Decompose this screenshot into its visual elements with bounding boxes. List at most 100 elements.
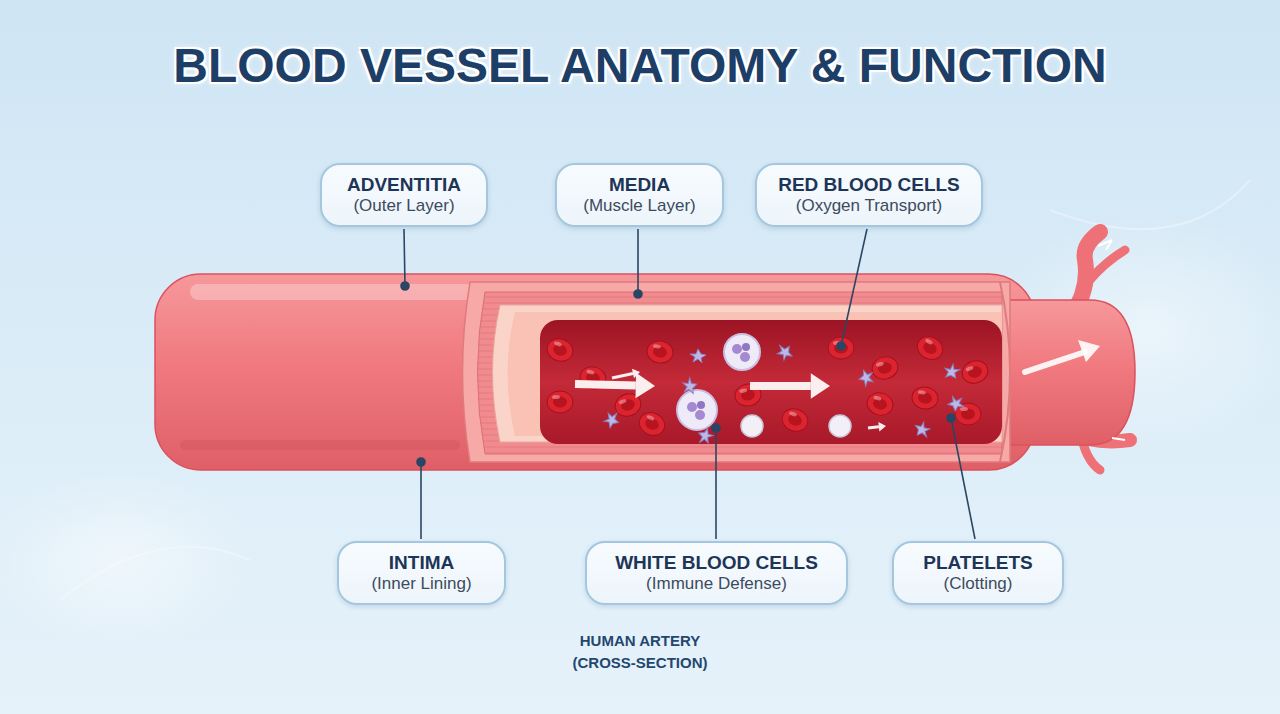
illustration-part	[925, 338, 934, 345]
illustration-part	[873, 395, 882, 401]
illustration-part	[911, 419, 932, 440]
illustration-part	[828, 337, 854, 359]
illustration-part	[774, 342, 795, 363]
callout-subtitle: (Inner Lining)	[371, 574, 471, 594]
illustration-part	[420, 462, 422, 539]
illustration-part	[913, 332, 947, 364]
illustration-part	[677, 390, 717, 430]
background-glow	[0, 180, 1280, 650]
illustration-part	[875, 361, 884, 367]
illustration-part	[910, 385, 939, 411]
illustration-part	[645, 339, 674, 365]
illustration-part	[740, 352, 750, 362]
illustration-part	[712, 424, 720, 432]
blood-cells	[544, 332, 991, 444]
callout-heading: ADVENTITIA	[347, 174, 461, 196]
illustration-part	[645, 339, 674, 365]
illustration-part	[965, 365, 974, 371]
illustration-part	[715, 428, 717, 539]
illustration-part	[947, 414, 955, 422]
illustration-part	[690, 349, 706, 363]
leader-lines	[401, 229, 975, 539]
illustration-part	[618, 398, 627, 404]
callout-box: MEDIA(Muscle Layer)	[555, 163, 724, 227]
illustration-part	[635, 373, 655, 399]
illustration-part	[681, 376, 699, 395]
illustration-part	[690, 349, 706, 363]
illustration-part	[959, 357, 991, 387]
illustration-part	[960, 407, 968, 411]
illustration-part	[870, 354, 901, 382]
illustration-part	[1078, 340, 1100, 362]
illustration-part	[779, 405, 811, 435]
illustration-part	[1098, 240, 1112, 250]
illustration-part	[554, 341, 563, 347]
callout-box: RED BLOOD CELLS(Oxygen Transport)	[755, 163, 983, 227]
illustration-part	[750, 382, 811, 390]
illustration-part	[1112, 438, 1125, 440]
illustration-part	[695, 410, 705, 420]
callout-heading: WHITE BLOOD CELLS	[615, 552, 818, 574]
illustration-part	[870, 354, 901, 382]
illustration-part	[636, 409, 669, 440]
callout-heading: RED BLOOD CELLS	[778, 174, 960, 196]
callout-subtitle: (Outer Layer)	[353, 196, 454, 216]
illustration-part	[811, 373, 830, 399]
illustration-part	[155, 274, 1035, 470]
illustration-part	[552, 395, 560, 399]
illustration-part	[947, 396, 964, 411]
illustration-part	[858, 369, 875, 387]
illustration-part	[990, 300, 1135, 445]
illustration-part	[865, 390, 896, 418]
callout-subtitle: (Clotting)	[944, 574, 1013, 594]
illustration-part	[180, 440, 460, 450]
illustration-part	[547, 391, 573, 413]
illustration-part	[620, 397, 637, 412]
illustration-part	[947, 396, 964, 411]
illustration-part	[837, 342, 845, 350]
illustration-part	[0, 470, 260, 650]
callout-box: WHITE BLOOD CELLS(Immune Defense)	[585, 541, 848, 605]
illustration-part	[634, 290, 642, 298]
illustration-part	[463, 282, 1011, 462]
illustration-part	[404, 229, 405, 286]
callout-subtitle: (Immune Defense)	[646, 574, 787, 594]
illustration-part	[637, 229, 639, 294]
illustration-part	[911, 419, 932, 440]
illustration-part	[865, 390, 896, 418]
illustration-part	[779, 405, 811, 435]
illustration-part	[868, 427, 879, 428]
callout-box: PLATELETS(Clotting)	[892, 541, 1064, 605]
illustration-part	[636, 409, 669, 440]
illustration-part	[575, 384, 636, 386]
callout-heading: INTIMA	[389, 552, 454, 574]
illustration-part	[677, 390, 717, 430]
illustration-part	[990, 210, 1280, 450]
artery-tube	[155, 274, 1135, 470]
illustration-part	[910, 385, 939, 411]
artery-cut-layers	[463, 282, 1011, 462]
illustration-part	[967, 364, 984, 379]
illustration-part	[1050, 180, 1250, 229]
illustration-part	[612, 374, 633, 378]
illustration-part	[774, 342, 795, 363]
caption: HUMAN ARTERY (CROSS-SECTION)	[560, 630, 720, 674]
illustration-part	[841, 229, 867, 346]
illustration-part	[951, 418, 975, 539]
illustration-part	[478, 292, 1003, 454]
flow-arrow-outside	[1025, 240, 1125, 440]
callout-subtitle: (Muscle Layer)	[583, 196, 695, 216]
illustration-part	[959, 357, 991, 387]
illustration-part	[741, 415, 763, 437]
illustration-part	[540, 320, 1002, 444]
illustration-part	[742, 343, 750, 351]
illustration-part	[646, 414, 655, 421]
illustration-part	[918, 390, 927, 395]
illustration-part	[544, 335, 576, 365]
illustration-part	[190, 284, 490, 300]
illustration-part	[586, 369, 595, 375]
callout-box: INTIMA(Inner Lining)	[337, 541, 506, 605]
illustration-part	[681, 376, 699, 395]
illustration-part	[913, 332, 947, 364]
illustration-part	[687, 402, 697, 412]
